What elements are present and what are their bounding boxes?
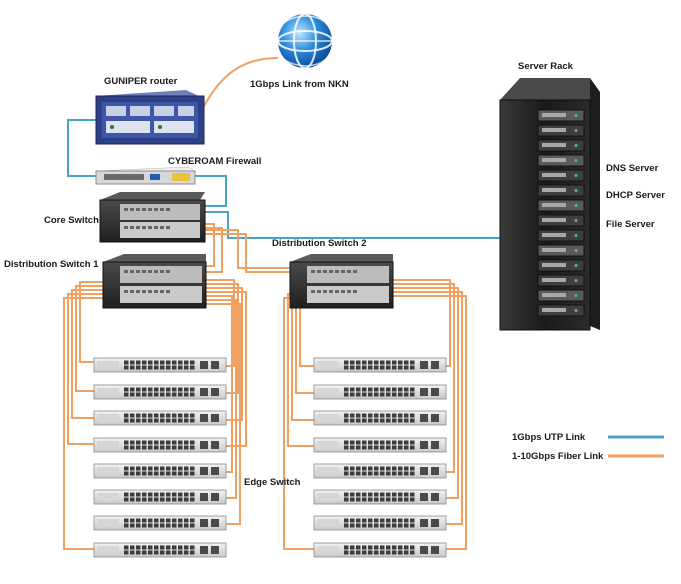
rack-server-units xyxy=(537,109,585,317)
globe-icon xyxy=(277,13,333,69)
rack-server-unit xyxy=(537,244,585,257)
rack-server-unit xyxy=(537,154,585,167)
utp-core-to-rack xyxy=(205,211,500,239)
edge-switch-icon xyxy=(93,357,227,373)
edge-switch-icon xyxy=(313,437,447,453)
edge-switch-icon xyxy=(313,410,447,426)
edge-switch-icon xyxy=(93,437,227,453)
utp-legend-label: 1Gbps UTP Link xyxy=(512,432,586,443)
edge-switch-icon xyxy=(313,357,447,373)
edge-switch-icon xyxy=(93,489,227,505)
fiber-core-links xyxy=(205,223,290,273)
edge-switch-icon xyxy=(93,410,227,426)
edge-switch-icon xyxy=(93,515,227,531)
edge-switch-icon xyxy=(93,384,227,400)
edge-switch-group-2 xyxy=(313,357,447,558)
edge-switch-icon xyxy=(313,384,447,400)
fiber-dist1-right xyxy=(206,279,247,525)
firewall-icon xyxy=(95,166,196,185)
edge-switch-icon xyxy=(93,463,227,479)
utp-firewall-to-core xyxy=(195,175,227,207)
rack-server-unit xyxy=(537,139,585,152)
rack-server-unit xyxy=(537,169,585,182)
rack-server-unit xyxy=(537,214,585,227)
rack-server-unit xyxy=(537,274,585,287)
fiber-dist1-left xyxy=(63,281,103,550)
distribution-switch-2-label: Distribution Switch 2 xyxy=(272,238,367,249)
rack-server-unit xyxy=(537,259,585,272)
rack-server-unit xyxy=(537,109,585,122)
dhcp-server-label: DHCP Server xyxy=(606,190,665,201)
core-switch-label: Core Switch xyxy=(44,215,99,226)
edge-switch-label: Edge Switch xyxy=(244,477,301,488)
edge-switch-icon xyxy=(313,542,447,558)
nkn-link-label: 1Gbps Link from NKN xyxy=(250,79,349,90)
router-icon xyxy=(95,90,205,145)
server-rack-label: Server Rack xyxy=(518,61,573,72)
firewall-label: CYBEROAM Firewall xyxy=(168,156,262,167)
distribution-switch-1-icon xyxy=(102,254,207,309)
distribution-switch-2-icon xyxy=(289,254,394,309)
fiber-dist2-left xyxy=(283,281,314,550)
core-switch-icon xyxy=(99,192,206,243)
edge-switch-group-1 xyxy=(93,357,227,558)
edge-switch-icon xyxy=(313,489,447,505)
fiber-dist2-right xyxy=(392,279,467,550)
edge-switch-icon xyxy=(313,515,447,531)
router-label: GUNIPER router xyxy=(104,76,178,87)
rack-server-unit xyxy=(537,289,585,302)
file-server-label: File Server xyxy=(606,219,655,230)
utp-links xyxy=(67,119,500,239)
edge-switch-icon xyxy=(93,542,227,558)
distribution-switch-1-label: Distribution Switch 1 xyxy=(4,259,99,270)
fiber-legend-label: 1-10Gbps Fiber Link xyxy=(512,451,604,462)
rack-server-unit xyxy=(537,229,585,242)
rack-server-unit xyxy=(537,124,585,137)
rack-server-unit xyxy=(537,199,585,212)
utp-router-to-firewall xyxy=(67,119,96,177)
dns-server-label: DNS Server xyxy=(606,163,659,174)
rack-server-unit xyxy=(537,184,585,197)
edge-switch-icon xyxy=(313,463,447,479)
server-rack-icon xyxy=(499,78,600,331)
rack-server-unit xyxy=(537,304,585,317)
fiber-nkn-link xyxy=(202,57,279,109)
